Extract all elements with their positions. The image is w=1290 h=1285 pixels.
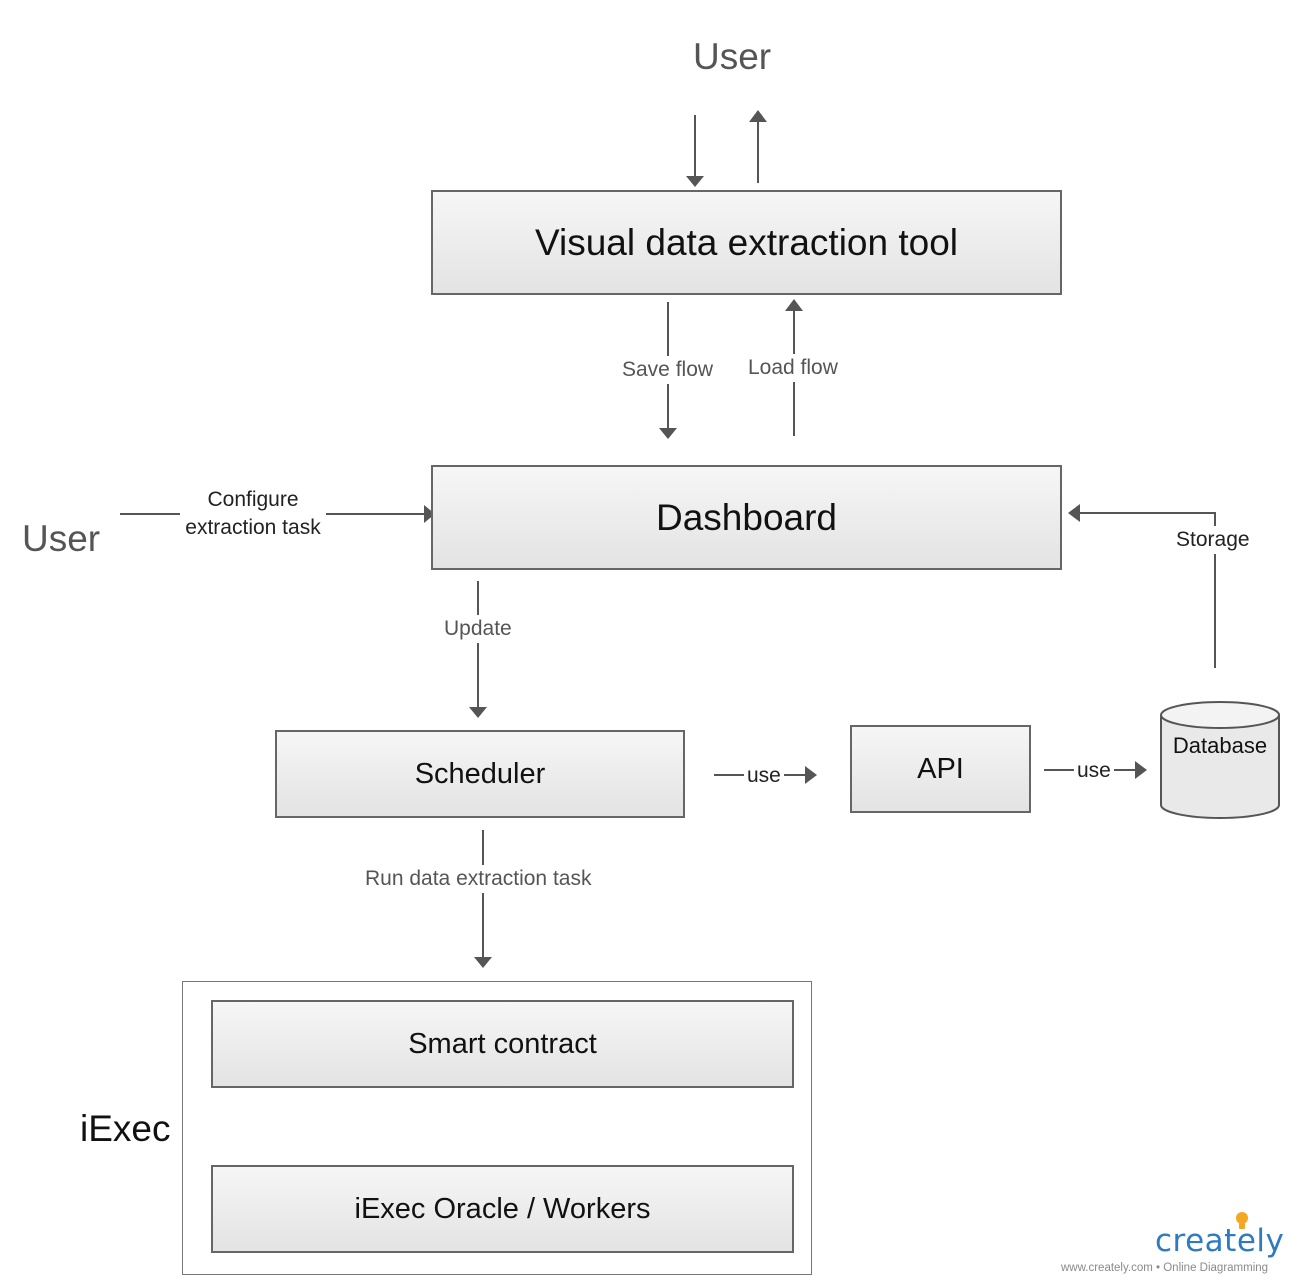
- smart-contract-label: Smart contract: [408, 1027, 597, 1060]
- arrowhead-up: [785, 299, 803, 311]
- use-api-label: use: [744, 762, 784, 790]
- api-box[interactable]: API: [850, 725, 1031, 813]
- arrowhead-right: [1135, 761, 1147, 779]
- oracle-workers-box[interactable]: iExec Oracle / Workers: [211, 1165, 794, 1253]
- edge-storage: [1078, 512, 1216, 668]
- dashboard-label: Dashboard: [655, 496, 837, 538]
- top-user-label: User: [693, 36, 772, 77]
- arrowhead-down: [659, 428, 677, 439]
- use-db-label: use: [1074, 757, 1114, 785]
- arrowhead-left: [1068, 504, 1080, 522]
- run-data-extraction-task-label: Run data extraction task: [360, 865, 597, 893]
- database-label: Database: [1172, 733, 1268, 758]
- oracle-workers-label: iExec Oracle / Workers: [354, 1192, 651, 1225]
- arrowhead-right: [805, 766, 817, 784]
- configure-line-2: extraction task: [185, 516, 321, 539]
- dashboard-box[interactable]: Dashboard: [431, 465, 1062, 570]
- api-label: API: [917, 752, 964, 785]
- storage-label: Storage: [1172, 526, 1254, 554]
- arrowhead-down: [469, 707, 487, 718]
- creately-logo[interactable]: creately: [1155, 1223, 1285, 1259]
- database-cylinder-icon: [1160, 701, 1280, 819]
- configure-line-1: Configure: [207, 488, 299, 511]
- smart-contract-box[interactable]: Smart contract: [211, 1000, 794, 1088]
- save-flow-label: Save flow: [618, 356, 718, 384]
- update-label: Update: [440, 615, 516, 643]
- iexec-group-label: iExec: [80, 1108, 171, 1149]
- arrowhead-right: [424, 505, 435, 523]
- visual-data-extraction-tool-label: Visual data extraction tool: [534, 221, 959, 263]
- configure-extraction-task-label: Configure extraction task: [180, 486, 326, 542]
- visual-data-extraction-tool-box[interactable]: Visual data extraction tool: [431, 190, 1062, 295]
- left-user-label: User: [22, 518, 101, 559]
- arrowhead-up: [749, 110, 767, 122]
- arrowhead-down: [474, 957, 492, 968]
- load-flow-label: Load flow: [744, 354, 842, 382]
- creately-tagline: www.creately.com • Online Diagramming: [1061, 1262, 1269, 1274]
- arrowhead-down: [686, 176, 704, 187]
- lightbulb-icon: [1236, 1212, 1248, 1229]
- scheduler-label: Scheduler: [414, 757, 546, 790]
- scheduler-box[interactable]: Scheduler: [275, 730, 685, 818]
